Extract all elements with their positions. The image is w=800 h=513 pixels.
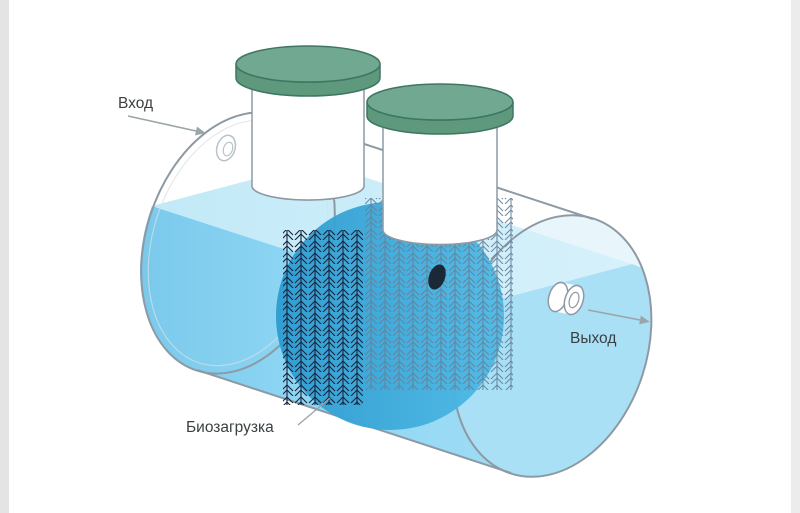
- inlet-pipe: [215, 134, 237, 162]
- lid-right-top: [366, 83, 514, 121]
- lid-left-top: [235, 45, 381, 83]
- bio-media-hub: [428, 264, 446, 290]
- lid-left: [235, 45, 381, 97]
- riser-left: [235, 45, 381, 201]
- bio-media-brushes-dark: [283, 230, 363, 405]
- outlet-label: Выход: [570, 330, 616, 347]
- bio-media-label: Биозагрузка: [186, 419, 274, 436]
- outlet-arrowhead: [639, 315, 650, 325]
- inlet-arrowhead: [195, 126, 206, 136]
- annotations: Вход Выход Биозагрузка: [118, 95, 650, 436]
- inlet-pipe-inner-ring: [222, 141, 234, 157]
- page-gutter-right: [791, 0, 800, 513]
- riser-right: [366, 83, 514, 246]
- lid-right: [366, 83, 514, 135]
- riser-right-neck: [382, 111, 498, 246]
- outlet-pipe: [547, 281, 585, 316]
- inlet-label: Вход: [118, 95, 153, 112]
- page-gutter-left: [0, 0, 9, 513]
- inlet-arrow: [127, 115, 206, 136]
- bio-media-pointer-line: [297, 397, 331, 426]
- outlet-pipe-bore: [568, 291, 580, 309]
- outlet-arrow: [587, 309, 650, 325]
- riser-left-neck: [251, 74, 365, 201]
